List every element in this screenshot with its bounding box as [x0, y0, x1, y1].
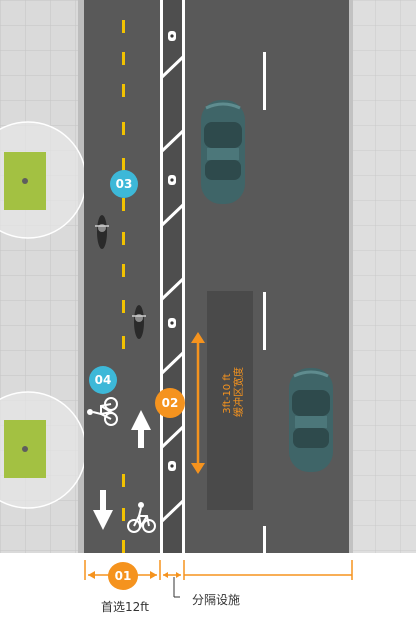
buffer-zone [207, 291, 253, 510]
badge-04: 04 [89, 366, 117, 394]
cycle-track-centerline [122, 20, 125, 553]
car-icon [287, 366, 335, 474]
left-curb [78, 0, 84, 553]
arrow-up-icon [131, 410, 151, 448]
cyclist-icon [95, 215, 109, 249]
lane-dashes [263, 52, 266, 553]
badge-02: 02 [155, 388, 185, 418]
bollard-icon [168, 175, 176, 185]
arrow-down-icon [93, 490, 113, 530]
bollard-icon [168, 318, 176, 328]
right-sidewalk [352, 0, 416, 553]
buffer-dimension [191, 332, 205, 474]
lane-width-caption: 首选12ft [101, 600, 149, 614]
buffer-width-label: 3ft-10 ft 缓冲区宽度 [222, 367, 245, 417]
badge-03: 03 [110, 170, 138, 198]
buffer-label-line-2: 缓冲区宽度 [232, 367, 245, 417]
right-curb [348, 0, 353, 553]
separator-caption: 分隔设施 [192, 593, 241, 607]
car-icon [199, 98, 247, 206]
bollard-icon [168, 461, 176, 471]
buffer-label-line-1: 3ft-10 ft [222, 373, 233, 413]
cyclist-icon [132, 305, 146, 339]
bollard-icon [168, 31, 176, 41]
badge-01: 01 [108, 562, 138, 590]
